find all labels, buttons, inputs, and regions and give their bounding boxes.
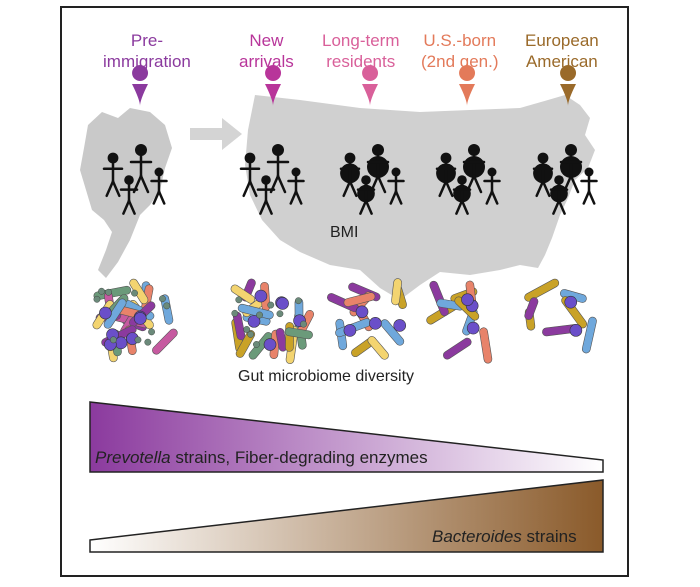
bacterium-rod bbox=[103, 298, 127, 329]
bacterium-cocci bbox=[569, 324, 583, 337]
small-bead bbox=[105, 288, 112, 296]
person-icon bbox=[580, 167, 598, 205]
prevotella-rest: strains, Fiber-degrading enzymes bbox=[170, 448, 428, 467]
bacterium-rod bbox=[284, 327, 313, 340]
migration-arrow bbox=[190, 118, 242, 150]
prevotella-label: Prevotella strains, Fiber-degrading enzy… bbox=[95, 448, 428, 468]
bacterium-cocci bbox=[263, 338, 277, 351]
bacterium-cocci bbox=[254, 289, 268, 303]
small-bead bbox=[243, 326, 251, 333]
bacterium-cocci bbox=[133, 312, 147, 325]
bacterium-rod bbox=[152, 328, 178, 355]
small-bead bbox=[295, 297, 302, 305]
pin-european-american bbox=[560, 65, 577, 106]
bacteroides-rest: strains bbox=[521, 527, 577, 546]
location-pins bbox=[132, 65, 577, 106]
us-map bbox=[245, 95, 595, 300]
bacteroides-italic: Bacteroides bbox=[432, 527, 522, 546]
pin-us-born bbox=[459, 65, 476, 106]
small-bead bbox=[247, 330, 255, 338]
bacterium-cocci bbox=[466, 321, 480, 335]
small-bead bbox=[98, 287, 105, 295]
bacterium-rod bbox=[343, 292, 376, 307]
bacterium-rod bbox=[93, 285, 132, 301]
pin-long-term bbox=[362, 65, 379, 106]
small-bead bbox=[163, 302, 171, 310]
person-icon bbox=[462, 144, 486, 194]
person-icon bbox=[339, 152, 361, 198]
bacterium-cocci bbox=[99, 306, 112, 320]
small-bead bbox=[256, 311, 263, 319]
bacterium-cocci bbox=[393, 319, 406, 332]
small-bead bbox=[144, 338, 152, 346]
small-bead bbox=[300, 320, 307, 328]
person-icon bbox=[559, 144, 583, 194]
small-bead bbox=[134, 336, 142, 344]
thailand-map bbox=[80, 108, 172, 278]
bacterium-cocci bbox=[276, 297, 289, 310]
small-bead bbox=[93, 295, 101, 303]
person-icon bbox=[256, 175, 276, 215]
prevotella-wedge bbox=[89, 401, 604, 473]
bacterium-cocci bbox=[355, 305, 369, 319]
person-icon bbox=[549, 175, 569, 215]
person-icon bbox=[287, 167, 305, 205]
person-icon bbox=[129, 144, 153, 194]
bacterium-rod bbox=[391, 278, 402, 306]
small-bead bbox=[131, 289, 138, 297]
person-icon bbox=[102, 152, 124, 198]
bacterium-cocci bbox=[343, 324, 357, 337]
bacterium-rod bbox=[443, 337, 472, 360]
bacterium-rod bbox=[367, 336, 389, 360]
person-icon bbox=[532, 152, 554, 198]
small-bead bbox=[253, 341, 260, 348]
bacterium-rod bbox=[285, 322, 294, 352]
small-bead bbox=[276, 310, 284, 318]
bacterium-rod bbox=[524, 278, 560, 302]
bmi-label: BMI bbox=[330, 224, 359, 241]
bacteroides-wedge bbox=[89, 479, 604, 553]
bacteroides-label: Bacteroides strains bbox=[432, 527, 577, 547]
bacterium-cocci bbox=[564, 295, 578, 309]
person-icon bbox=[452, 175, 472, 215]
small-bead bbox=[235, 296, 243, 304]
bacterium-rod bbox=[479, 327, 493, 364]
person-icon bbox=[435, 152, 457, 198]
label-us-born: U.S.-born(2nd gen.) bbox=[421, 31, 499, 71]
small-bead bbox=[159, 295, 166, 303]
small-bead bbox=[148, 328, 155, 336]
person-icon bbox=[119, 175, 139, 215]
pin-pre-immigration bbox=[132, 65, 149, 106]
person-icon bbox=[239, 152, 261, 198]
bacterium-rod bbox=[581, 316, 597, 354]
small-bead bbox=[267, 301, 275, 309]
pin-new-arrivals bbox=[265, 65, 282, 106]
person-icon bbox=[366, 144, 390, 194]
microbiome-clusters bbox=[92, 278, 597, 364]
bacterium-cocci bbox=[247, 315, 261, 328]
small-bead bbox=[109, 336, 117, 344]
person-icon bbox=[150, 167, 168, 205]
people-figures bbox=[102, 144, 598, 215]
person-icon bbox=[387, 167, 405, 205]
person-icon bbox=[483, 167, 501, 205]
small-bead bbox=[231, 309, 239, 317]
prevotella-italic: Prevotella bbox=[95, 448, 171, 467]
bacterium-cocci bbox=[461, 293, 474, 306]
bacterium-rod bbox=[524, 297, 539, 320]
bacterium-rod bbox=[160, 294, 174, 325]
diversity-label: Gut microbiome diversity bbox=[238, 368, 415, 385]
bacterium-cocci bbox=[369, 317, 382, 330]
person-icon bbox=[356, 175, 376, 215]
label-pre-immigration: Pre-immigration bbox=[103, 31, 191, 71]
